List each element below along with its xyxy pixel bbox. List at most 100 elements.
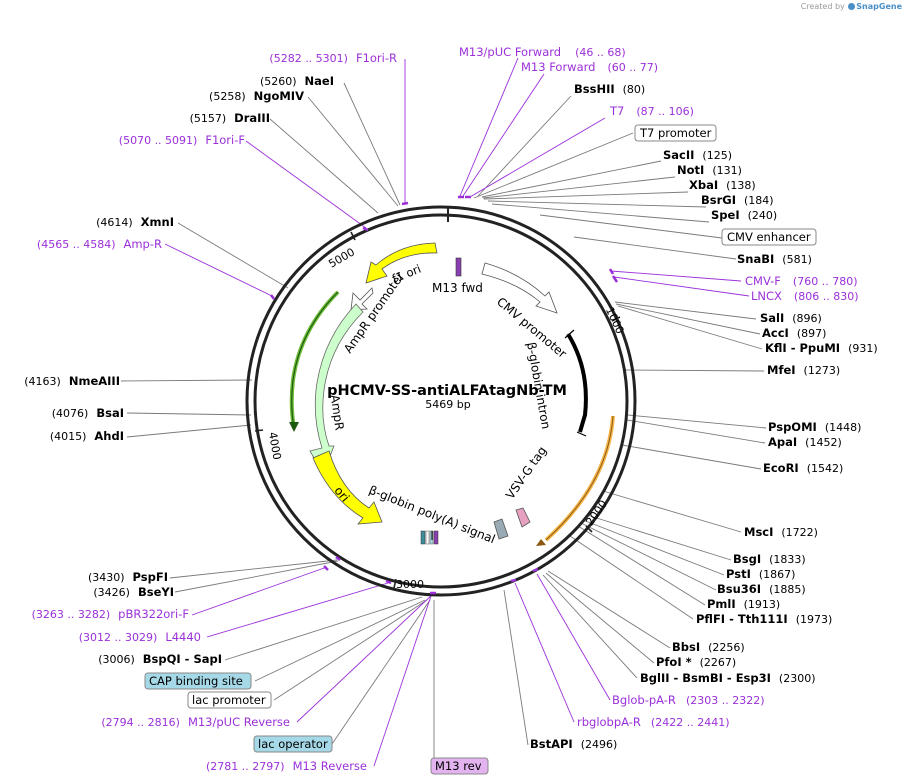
leader-line — [462, 73, 545, 197]
scale-ticks — [254, 231, 621, 589]
enzyme-site-label[interactable]: PfoI *(2267) — [656, 655, 736, 669]
site-position: (2781 .. 2797) — [206, 760, 285, 773]
backbone-inner-circle — [253, 213, 629, 589]
cmv-promoter-feature[interactable] — [481, 262, 558, 314]
cmv-enhancer-box[interactable] — [721, 228, 817, 246]
enzyme-site-label[interactable]: BbsI(2256) — [672, 640, 745, 654]
leader-line — [343, 82, 401, 206]
site-name: SpeI — [711, 208, 740, 222]
primer-label[interactable]: (3012 .. 3029)L4440 — [79, 630, 201, 644]
enzyme-site-label[interactable]: (5258)NgoMIV — [209, 89, 304, 103]
cap-binding-site-box[interactable] — [144, 672, 252, 690]
enzyme-site-label[interactable]: EcoRI(1542) — [763, 461, 843, 475]
enzyme-site-label[interactable]: PstI(1867) — [726, 567, 795, 581]
enzyme-site-label[interactable]: (3006)BspQI - SapI — [98, 652, 222, 666]
t7-promoter-box[interactable] — [634, 124, 717, 142]
plasmid-name: pHCMV-SS-antiALFAtagNb-TM — [327, 383, 567, 399]
leader-line — [577, 525, 706, 606]
enzyme-site-label[interactable]: (4163)NmeAIII — [24, 374, 120, 388]
leader-line — [191, 566, 328, 616]
leader-line — [469, 117, 606, 198]
leader-line — [626, 419, 766, 444]
enzyme-site-label[interactable]: (3430)PspFI — [88, 570, 168, 584]
enzyme-site-label[interactable]: MscI(1722) — [744, 525, 818, 539]
enzyme-site-label[interactable]: BssHII(80) — [574, 82, 645, 96]
enzyme-site-label[interactable]: AccI(897) — [762, 326, 826, 340]
primer-label[interactable]: (2781 .. 2797)M13 Reverse — [206, 759, 367, 773]
enzyme-site-label[interactable]: BsgI(1833) — [733, 552, 806, 566]
lac-operator-box[interactable] — [253, 735, 333, 753]
site-position: (240) — [748, 209, 778, 222]
enzyme-site-label[interactable]: BsrGI(184) — [701, 193, 774, 207]
primer-label[interactable]: (3263 .. 3282)pBR322ori-F — [32, 607, 189, 621]
leader-line — [503, 589, 529, 746]
polya-feature[interactable] — [493, 518, 509, 540]
site-position: (3263 .. 3282) — [32, 608, 111, 621]
enzyme-labels-right: BssHII(80) SacII(125) NotI(131) XbaI(138… — [530, 82, 878, 751]
enzyme-site-label[interactable]: XbaI(138) — [689, 178, 756, 192]
enzyme-site-label[interactable]: (4614)XmnI — [96, 215, 174, 229]
leader-line — [473, 132, 634, 199]
enzyme-site-label[interactable]: SnaBI(581) — [737, 252, 812, 266]
primer-label[interactable]: (2794 .. 2816)M13/pUC Reverse — [101, 715, 290, 729]
enzyme-site-label[interactable]: Bsu36I(1885) — [717, 582, 806, 596]
leader-line — [120, 379, 253, 382]
enzyme-site-label[interactable]: KflI - PpuMI(931) — [765, 341, 878, 355]
enzyme-site-label[interactable]: MfeI(1273) — [767, 363, 840, 377]
enzyme-site-label[interactable]: SpeI (240) — [711, 208, 777, 222]
ori-feature[interactable] — [312, 450, 383, 525]
primer-label[interactable]: T7(87 .. 106) — [609, 104, 694, 118]
enzyme-labels-left: (3006)BspQI - SapI (3426)BseYI (3430)Psp… — [24, 74, 334, 666]
cap-site-mark — [420, 530, 426, 545]
enzyme-site-label[interactable]: PspOMI(1448) — [768, 420, 861, 434]
lac-promoter-box[interactable] — [187, 691, 272, 709]
enzyme-site-label[interactable]: (4015)AhdI — [50, 429, 124, 443]
enzyme-site-label[interactable]: SalI(896) — [760, 311, 822, 325]
enzyme-site-label[interactable]: PmlI(1913) — [707, 597, 780, 611]
primer-label[interactable]: (5282 .. 5301)F1ori-R — [269, 51, 397, 65]
vsvg-tag-feature[interactable] — [515, 507, 531, 528]
enzyme-name: BssHII — [574, 82, 615, 96]
site-position: (897) — [797, 327, 827, 340]
enzyme-site-label[interactable]: (4076)BsaI — [52, 406, 124, 420]
m13-fwd-feature[interactable] — [455, 257, 462, 277]
primer-marks — [270, 195, 619, 595]
f1-ori-feature[interactable] — [365, 242, 438, 284]
site-name: M13/pUC Forward — [459, 45, 561, 59]
primer-label[interactable]: Bglob-pA-R(2303 .. 2322) — [612, 693, 765, 707]
enzyme-site-label[interactable]: (3426)BseYI — [93, 585, 174, 599]
backbone — [245, 205, 637, 597]
enzyme-site-label[interactable]: NotI(131) — [677, 163, 742, 177]
primer-label[interactable]: CMV-F(760 .. 780) — [745, 274, 857, 288]
enzyme-site-label[interactable]: ApaI(1452) — [768, 435, 842, 449]
leader-line — [335, 556, 341, 561]
site-name: DraIII — [234, 111, 270, 125]
primer-label[interactable]: M13 Forward(60 .. 77) — [521, 60, 658, 74]
leader-line — [177, 222, 289, 289]
primer-label[interactable]: M13/pUC Forward(46 .. 68) — [459, 45, 626, 59]
enzyme-site-label[interactable]: PflFI - Tth111I(1973) — [696, 612, 832, 626]
leader-line — [610, 270, 742, 282]
site-name: NmeAIII — [69, 374, 120, 388]
site-name: LNCX — [751, 289, 782, 303]
primer-label[interactable]: rbglobpA-R(2422 .. 2441) — [577, 715, 729, 729]
enzyme-site-label[interactable]: BglII - BsmBI - Esp3I(2300) — [640, 671, 816, 685]
beta-globin-intron-feature[interactable] — [566, 332, 588, 433]
primer-label[interactable]: (4565 .. 4584)Amp-R — [37, 237, 162, 251]
enzyme-site-label[interactable]: (5157)DraIII — [190, 111, 270, 125]
primer-label[interactable]: LNCX(806 .. 830) — [751, 289, 858, 303]
site-position: (931) — [848, 342, 878, 355]
t7-promoter-label: T7 promoter — [639, 126, 712, 140]
leader-line — [169, 559, 338, 579]
site-position: (138) — [726, 179, 756, 192]
cmv-enhancer-label: CMV enhancer — [727, 230, 811, 244]
primer-label[interactable]: (5070 .. 5091)F1ori-F — [119, 133, 245, 147]
enzyme-site-label[interactable]: BstAPI(2496) — [530, 737, 617, 751]
snapgene-logo-icon — [848, 3, 856, 10]
tick-4000: 4000 — [266, 431, 284, 461]
enzyme-site-label[interactable]: SacII(125) — [663, 148, 732, 162]
site-name: SnaBI — [737, 252, 774, 266]
enzyme-site-label[interactable]: (5260)NaeI — [260, 74, 334, 88]
m13-rev-box[interactable] — [430, 757, 489, 775]
leader-line — [254, 429, 264, 432]
